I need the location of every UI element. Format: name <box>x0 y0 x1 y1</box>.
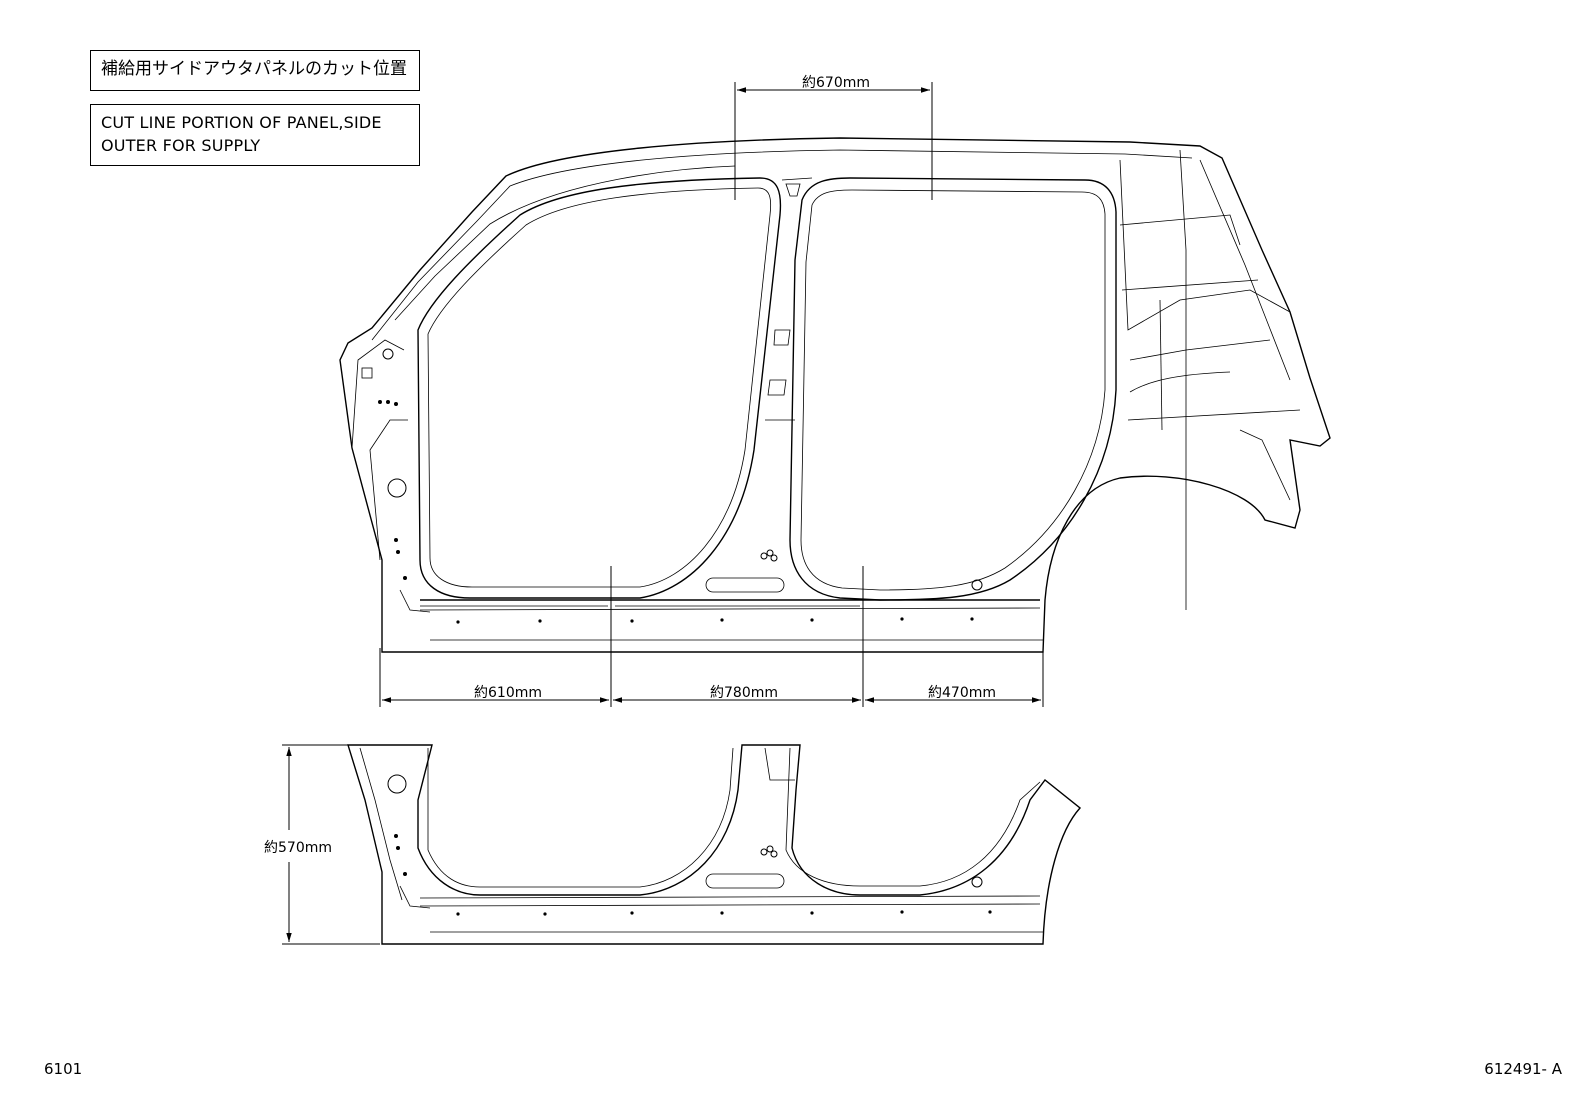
english-title-box: CUT LINE PORTION OF PANEL,SIDE OUTER FOR… <box>90 104 420 166</box>
roof-dimension-label: 約670mm <box>802 75 870 91</box>
english-title-line1: CUT LINE PORTION OF PANEL,SIDE <box>101 113 382 132</box>
rear-door-opening <box>789 177 1117 601</box>
english-title-line2: OUTER FOR SUPPLY <box>101 136 261 155</box>
sill-center-dimension-label: 約780mm <box>710 685 778 701</box>
supply-cut-piece <box>347 744 1082 945</box>
full-side-panel <box>339 137 1331 653</box>
japanese-title: 補給用サイドアウタパネルのカット位置 <box>101 59 407 79</box>
footer-left-code: 6101 <box>44 1060 83 1078</box>
cut-lines <box>379 82 1044 707</box>
full-panel-outline <box>339 137 1331 653</box>
sill-dots-upper <box>456 617 974 624</box>
height-dimension-label: 約570mm <box>264 840 332 856</box>
sill-front-dimension-label: 約610mm <box>474 685 542 701</box>
japanese-title-box: 補給用サイドアウタパネルのカット位置 <box>90 50 420 91</box>
sill-rear-dimension-label: 約470mm <box>928 685 996 701</box>
sill-dimensions: 約610mm 約780mm 約470mm <box>382 685 1041 703</box>
height-dimension: 約570mm <box>264 744 380 945</box>
roof-dimension: 約670mm <box>737 75 930 93</box>
footer-right-code: 612491- A <box>1484 1060 1562 1078</box>
front-door-opening <box>417 177 782 599</box>
sill-dots-lower <box>456 910 992 916</box>
